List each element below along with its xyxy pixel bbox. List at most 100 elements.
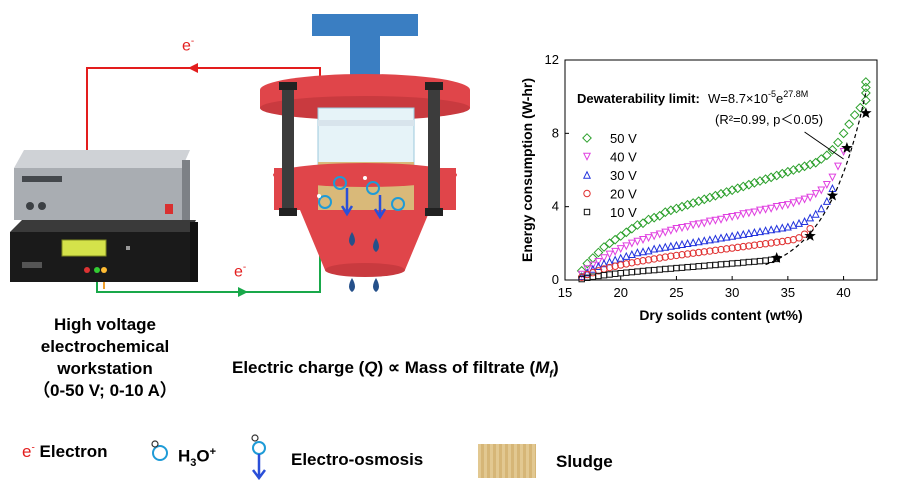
data-point xyxy=(700,248,708,256)
data-point xyxy=(761,240,770,248)
x-axis-label: Dry solids content (wt%) xyxy=(639,307,802,323)
data-point xyxy=(794,197,804,206)
data-point xyxy=(783,222,792,231)
data-point xyxy=(582,152,592,161)
data-point xyxy=(855,102,866,113)
data-point xyxy=(689,238,698,247)
data-point xyxy=(733,230,742,239)
data-point xyxy=(833,137,843,148)
data-point xyxy=(583,208,591,216)
charge-mass-relation: Electric charge (Q) ∝ Mass of filtrate (… xyxy=(232,358,559,380)
data-point xyxy=(771,170,782,181)
data-point xyxy=(671,203,682,214)
legend-eo-label: Electro-osmosis xyxy=(291,450,424,469)
data-point xyxy=(755,227,765,236)
data-point xyxy=(654,210,665,221)
data-point xyxy=(633,257,642,266)
legend-entry: 10 V xyxy=(610,205,637,220)
data-point xyxy=(723,260,730,268)
data-point xyxy=(634,268,641,275)
data-point xyxy=(728,244,736,252)
data-point xyxy=(616,245,625,254)
data-point xyxy=(860,88,871,98)
workstation-label: High voltage electrochemical workstation… xyxy=(10,314,200,402)
data-point xyxy=(605,257,614,266)
data-point xyxy=(728,260,736,267)
data-point xyxy=(800,195,809,204)
legend-sludge-label: Sludge xyxy=(556,452,613,471)
data-point xyxy=(817,186,826,195)
data-point xyxy=(638,235,648,244)
x-tick-label: 20 xyxy=(613,285,627,300)
data-point xyxy=(705,235,714,244)
x-tick-label: 40 xyxy=(836,285,850,300)
data-point xyxy=(777,168,788,179)
data-point xyxy=(660,207,671,218)
data-point xyxy=(762,257,769,264)
data-point xyxy=(667,265,675,272)
electron-symbol: e xyxy=(22,442,32,461)
data-point xyxy=(844,119,855,130)
data-point xyxy=(633,248,642,257)
data-point xyxy=(576,265,587,276)
data-point xyxy=(811,209,820,218)
relation-text: ) xyxy=(552,358,559,377)
data-point xyxy=(795,234,803,242)
data-point xyxy=(645,267,652,274)
data-point xyxy=(633,237,642,246)
data-point xyxy=(772,202,781,211)
data-point xyxy=(656,266,663,273)
data-point xyxy=(616,253,625,262)
electron-symbol: e xyxy=(182,37,191,55)
data-point xyxy=(583,265,592,274)
data-point xyxy=(817,204,826,213)
h3o-text: O xyxy=(196,446,210,466)
electro-osmosis-icon xyxy=(251,434,266,481)
data-point xyxy=(655,243,664,252)
data-point xyxy=(721,187,732,197)
data-point xyxy=(606,271,613,278)
data-point xyxy=(632,220,643,230)
apparatus-diagram xyxy=(10,14,470,297)
data-point xyxy=(761,226,770,235)
data-point xyxy=(782,166,793,177)
data-point xyxy=(599,254,609,263)
data-point xyxy=(593,247,604,258)
data-point xyxy=(860,77,871,87)
workstation-line: High voltage xyxy=(53,315,156,334)
data-point xyxy=(650,255,658,263)
data-point xyxy=(673,264,680,272)
data-point xyxy=(621,227,632,238)
data-point xyxy=(810,157,821,168)
data-point xyxy=(822,196,831,205)
data-point xyxy=(711,246,720,255)
data-point xyxy=(716,233,726,242)
annotation-equation: W=8.7×10-5e27.8M xyxy=(708,89,808,106)
data-point xyxy=(672,251,681,260)
data-point xyxy=(773,238,781,246)
data-point xyxy=(722,213,731,222)
data-point xyxy=(860,82,871,93)
data-point xyxy=(750,241,759,249)
workstation-line: （0-50 V; 0-10 A） xyxy=(33,381,177,400)
data-point xyxy=(677,239,687,248)
h3o-sub: 3 xyxy=(190,457,197,470)
legend-h3o-label: H3O+ xyxy=(178,446,216,469)
electron-label-top: e- xyxy=(182,36,194,55)
data-point xyxy=(710,190,721,201)
electron-label-bottom: e- xyxy=(234,262,246,281)
data-point xyxy=(682,199,693,210)
limit-star xyxy=(841,142,853,153)
data-point xyxy=(734,259,741,267)
annotation-pointer xyxy=(804,131,844,160)
annotation-stats: (R²=0.99, p＜0.05) xyxy=(715,112,823,127)
limit-star xyxy=(826,189,839,201)
data-point xyxy=(694,237,703,246)
relation-text: Electric charge ( xyxy=(232,358,365,377)
data-point xyxy=(778,237,786,246)
data-point xyxy=(700,219,709,228)
electron-sup: - xyxy=(31,442,35,454)
data-point xyxy=(849,110,860,120)
data-point xyxy=(610,234,621,245)
